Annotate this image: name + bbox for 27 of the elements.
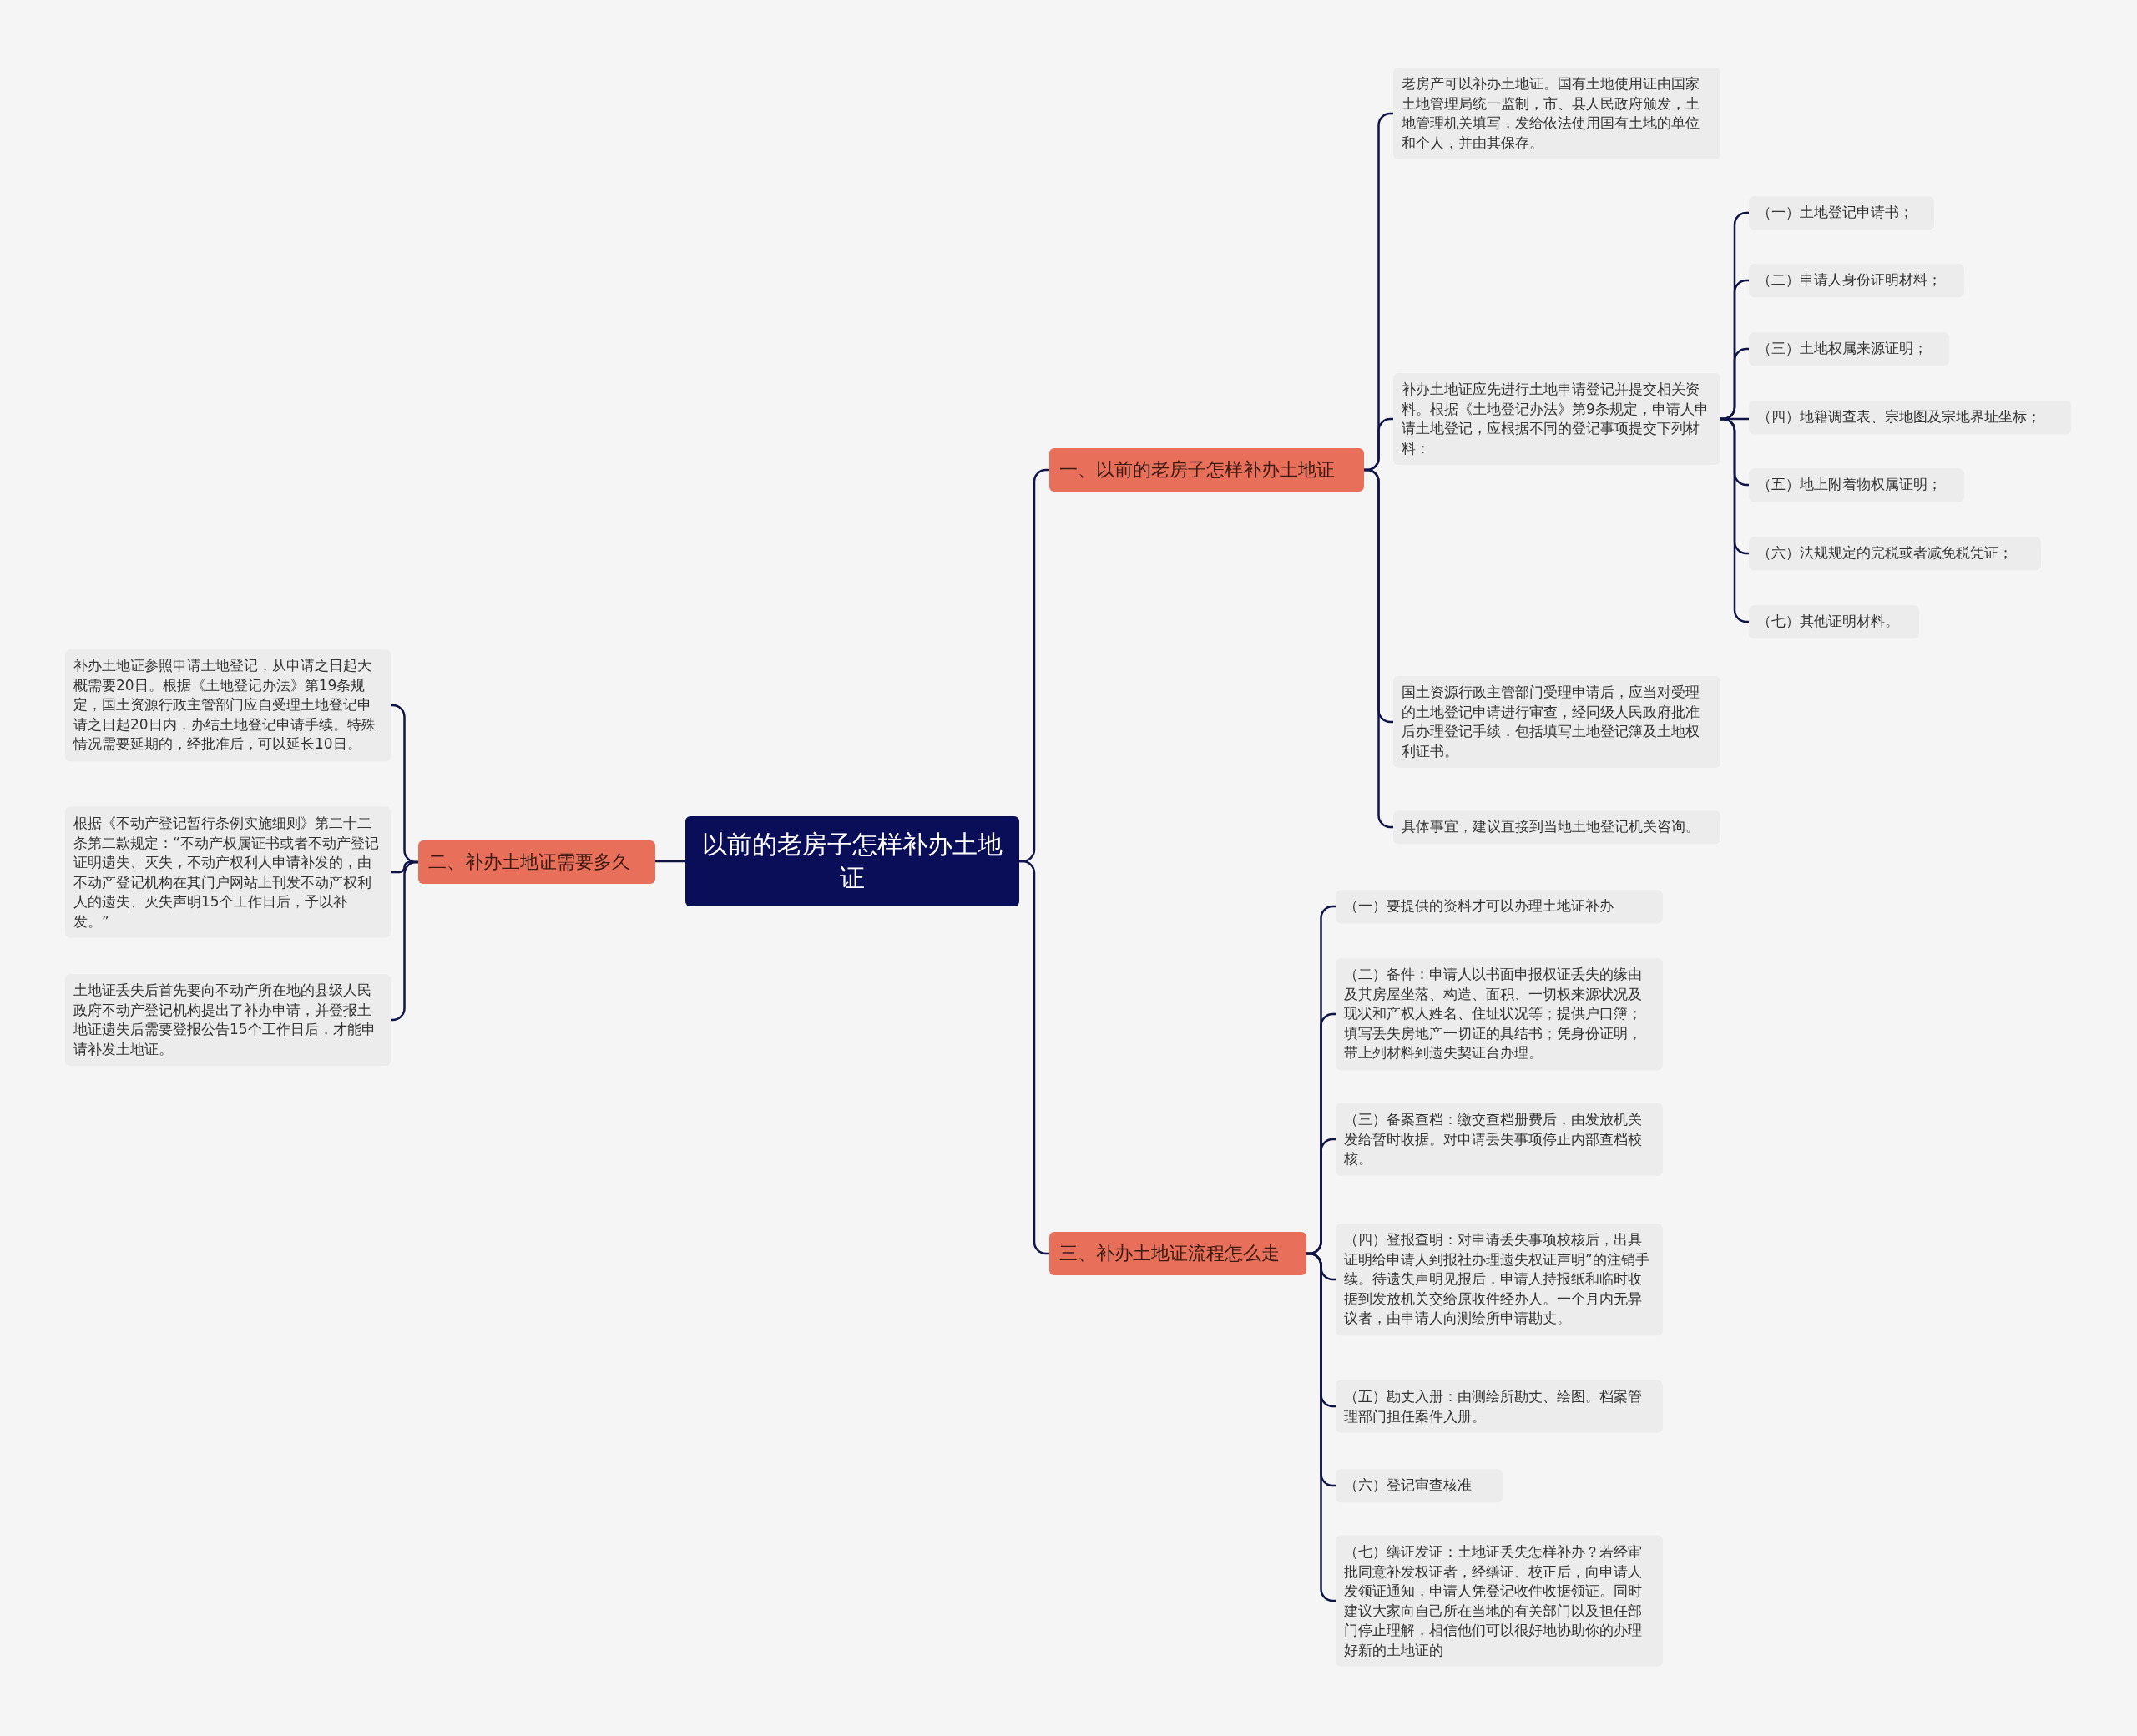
note-card: （二）备件：申请人以书面申报权证丢失的缘由及其房屋坐落、构造、面积、一切权来源状况及现状和产权人姓名、住址状况等；提供户口簿；填写丢失房地产一切证的具结书；凭身份证明，带上列材料到遗失契证台办理。 bbox=[1336, 958, 1663, 1070]
note-card: 国土资源行政主管部门受理申请后，应当对受理的土地登记申请进行审查，经同级人民政府批准后办理登记手续，包括填写土地登记簿及土地权利证书。 bbox=[1393, 676, 1720, 768]
note-card: （七）其他证明材料。 bbox=[1749, 605, 1919, 638]
note-card: （六）登记审查核准 bbox=[1336, 1469, 1503, 1502]
branch-topic: 二、补办土地证需要多久 bbox=[418, 840, 655, 884]
note-card: （七）缮证发证：土地证丢失怎样补办？若经审批同意补发权证者，经缮证、校正后，向申请人发领证通知，申请人凭登记收件收据领证。同时建议大家向自己所在当地的有关部门以及担任部门停止理解，相信他们可以很好地协助你的办理好新的土地证的 bbox=[1336, 1535, 1663, 1667]
note-card: （六）法规规定的完税或者减免税凭证； bbox=[1749, 537, 2041, 570]
note-card: 具体事宜，建议直接到当地土地登记机关咨询。 bbox=[1393, 810, 1720, 844]
note-card: （二）申请人身份证明材料； bbox=[1749, 264, 1964, 297]
note-card: 老房产可以补办土地证。国有土地使用证由国家土地管理局统一监制，市、县人民政府颁发，土地管理机关填写，发给依法使用国有土地的单位和个人，并由其保存。 bbox=[1393, 68, 1720, 159]
note-card: （三）备案查档：缴交查档册费后，由发放机关发给暂时收据。对申请丢失事项停止内部查档校核。 bbox=[1336, 1103, 1663, 1176]
branch-topic: 一、以前的老房子怎样补办土地证 bbox=[1049, 448, 1364, 492]
note-card: 土地证丢失后首先要向不动产所在地的县级人民政府不动产登记机构提出了补办申请，并登报土地证遗失后需要登报公告15个工作日后，才能申请补发土地证。 bbox=[65, 974, 391, 1066]
connector-line bbox=[391, 860, 418, 1022]
note-card: （四）登报查明：对申请丢失事项校核后，出具证明给申请人到报社办理遗失权证声明”的注销手续。待遗失声明见报后，申请人持报纸和临时收据到发放机关交给原收件经办人。一个月内无异议者，由申请人向测绘所申请勘丈。 bbox=[1336, 1224, 1663, 1335]
central-topic: 以前的老房子怎样补办土地证 bbox=[685, 816, 1019, 906]
note-card: （三）土地权属来源证明； bbox=[1749, 332, 1949, 366]
branch-topic: 三、补办土地证流程怎么走 bbox=[1049, 1232, 1306, 1275]
note-card: 补办土地证参照申请土地登记，从申请之日起大概需要20日。根据《土地登记办法》第19条规定，国土资源行政主管部门应自受理土地登记申请之日起20日内，办结土地登记申请手续。特殊情况需要延期的，经批准后，可以延长10日。 bbox=[65, 649, 391, 761]
note-card: 根据《不动产登记暂行条例实施细则》第二十二条第二款规定：“不动产权属证书或者不动产登记证明遗失、灭失，不动产权利人申请补发的，由不动产登记机构在其门户网站上刊发不动产权利人的遗失、灭失声明15个工作日后，予以补发。” bbox=[65, 806, 391, 938]
note-card: （四）地籍调查表、宗地图及宗地界址坐标； bbox=[1749, 401, 2071, 434]
note-card: （五）勘丈入册：由测绘所勘丈、绘图。档案管理部门担任案件入册。 bbox=[1336, 1380, 1663, 1433]
connector-line bbox=[655, 860, 685, 863]
note-card: 补办土地证应先进行土地申请登记并提交相关资料。根据《土地登记办法》第9条规定，申请人申请土地登记，应根据不同的登记事项提交下列材料： bbox=[1393, 373, 1720, 465]
note-card: （一）要提供的资料才可以办理土地证补办 bbox=[1336, 890, 1663, 923]
note-card: （五）地上附着物权属证明； bbox=[1749, 468, 1964, 502]
note-card: （一）土地登记申请书； bbox=[1749, 196, 1934, 230]
